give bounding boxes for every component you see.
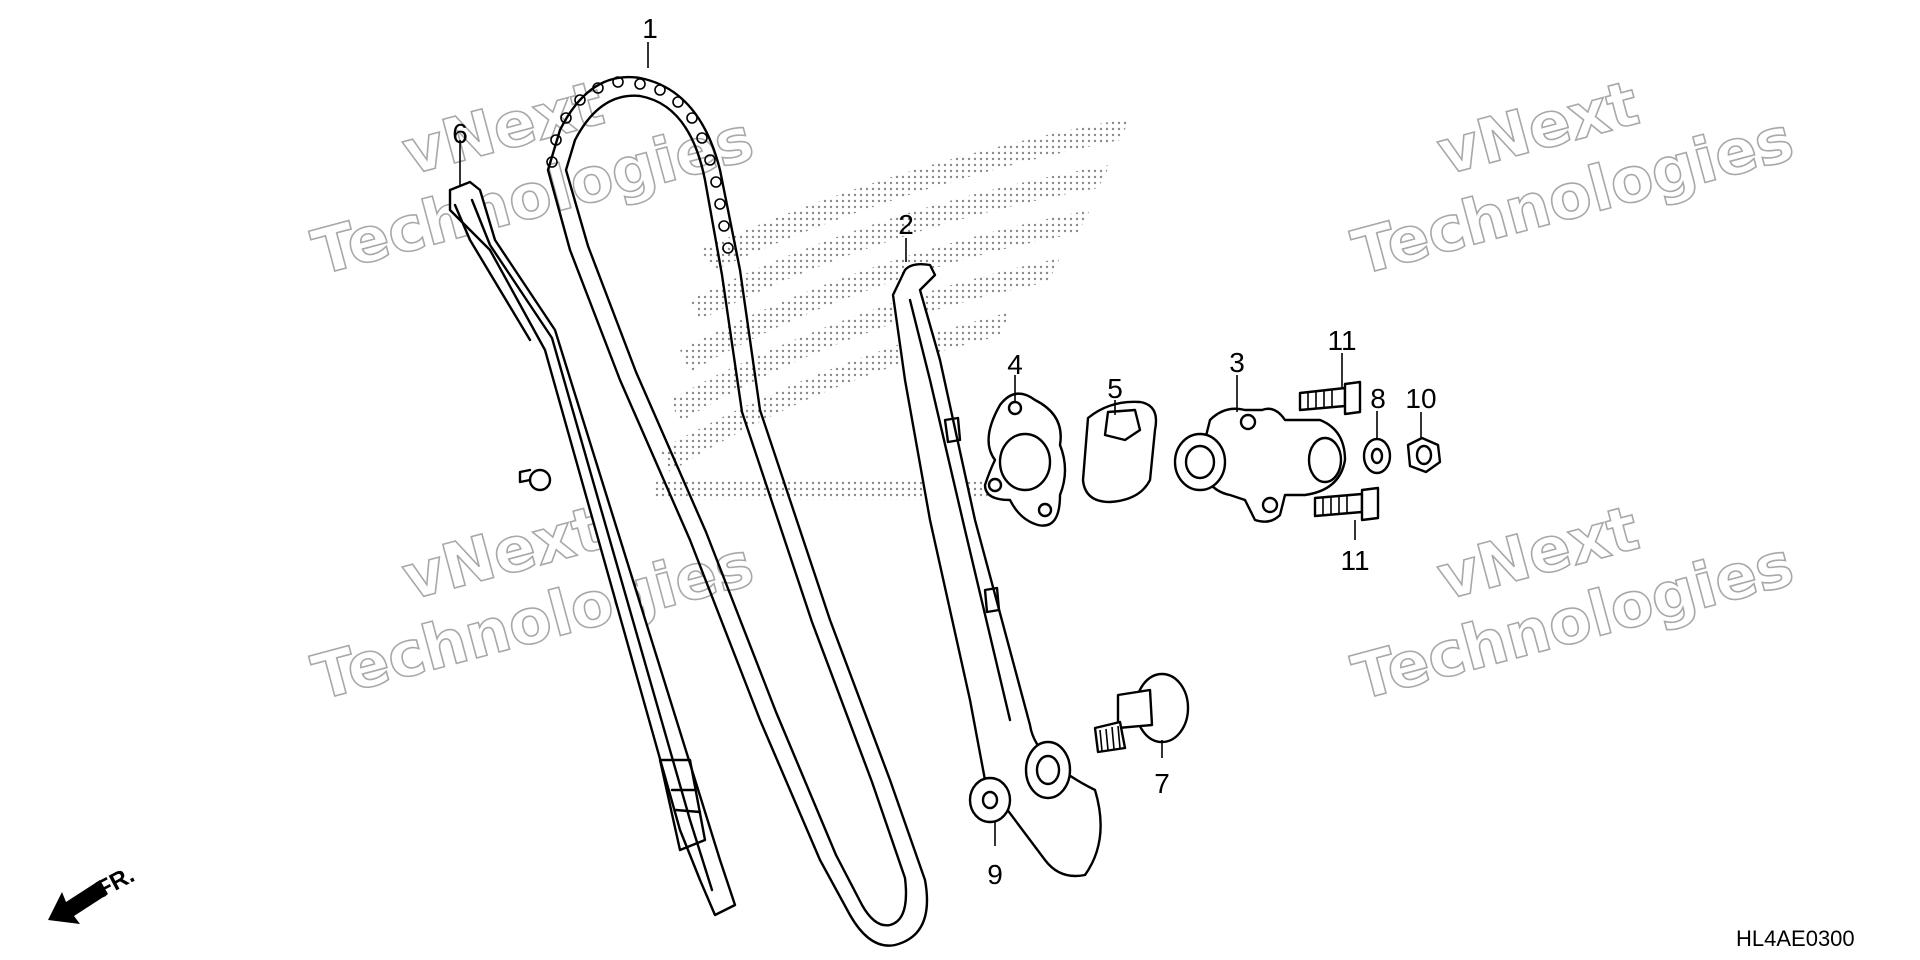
- part-numbers: 1 2 3 4 5 6 7 8 9 10 11 11: [452, 13, 1436, 890]
- bolt-11-lower-part[interactable]: [1313, 486, 1380, 522]
- bolt-11-upper-part[interactable]: [1298, 380, 1362, 416]
- cap-part[interactable]: [1081, 400, 1158, 504]
- leader-lines: [459, 42, 1422, 846]
- part-number-1: 1: [642, 13, 658, 44]
- part-number-3: 3: [1229, 347, 1245, 378]
- tensioner-guide-part[interactable]: [891, 262, 1102, 878]
- part-number-5: 5: [1107, 373, 1123, 404]
- part-number-11-lower: 11: [1340, 545, 1369, 576]
- front-arrow-icon: [48, 880, 108, 924]
- cam-chain-part[interactable]: [546, 75, 929, 947]
- washer-9-part[interactable]: [968, 776, 1012, 824]
- part-number-2: 2: [898, 209, 914, 240]
- pivot-bolt-part[interactable]: [1093, 672, 1190, 754]
- nut-10-part[interactable]: [1406, 436, 1442, 474]
- front-direction-indicator: FR.: [48, 861, 139, 924]
- part-number-6: 6: [452, 118, 468, 149]
- part-number-7: 7: [1154, 768, 1170, 799]
- part-number-4: 4: [1007, 349, 1023, 380]
- part-number-10: 10: [1405, 383, 1436, 414]
- part-number-8: 8: [1370, 383, 1386, 414]
- watermark: vNext Technologies vNext Technologies vN…: [304, 65, 1801, 715]
- gasket-part[interactable]: [983, 392, 1067, 527]
- diagram-code: HL4AE0300: [1736, 926, 1855, 951]
- part-number-11-upper: 11: [1327, 325, 1356, 356]
- chain-links: [546, 76, 734, 254]
- part-number-9: 9: [987, 859, 1003, 890]
- tensioner-lifter-part[interactable]: [1173, 407, 1347, 523]
- washer-8-part[interactable]: [1362, 437, 1392, 475]
- chain-guide-part[interactable]: [448, 180, 737, 917]
